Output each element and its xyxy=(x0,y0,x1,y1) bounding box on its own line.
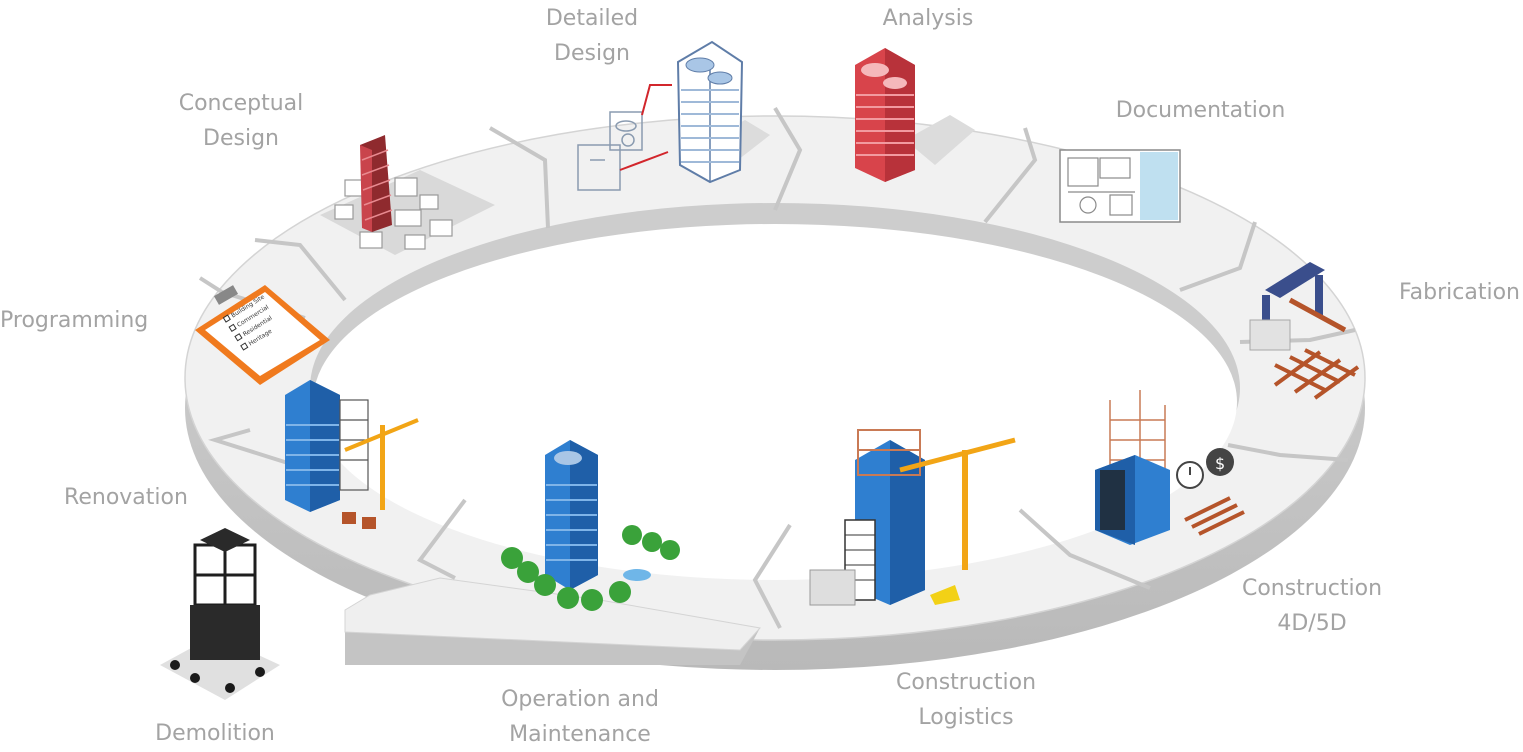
construction-logistics-illustration xyxy=(809,429,1016,606)
stage-label-programming: Programming xyxy=(0,308,149,333)
checklist-checkbox xyxy=(240,342,249,351)
stage-label-documentation: Documentation xyxy=(1115,98,1286,123)
stage-label-fabrication: Fabrication xyxy=(1399,280,1520,305)
stage-label-renovation: Renovation xyxy=(64,485,188,510)
programming-illustration xyxy=(195,285,330,385)
fabrication-illustration xyxy=(1249,262,1360,400)
ring-band xyxy=(184,115,1366,670)
construction-4d5d-illustration: $ xyxy=(1095,390,1245,545)
demolition-illustration xyxy=(160,528,280,700)
operation-maintenance-illustration xyxy=(501,440,680,611)
checklist-checkbox xyxy=(228,323,237,333)
documentation-illustration xyxy=(1059,149,1181,223)
checklist-checkbox xyxy=(234,333,243,342)
analysis-illustration xyxy=(855,48,975,182)
detailed-design-illustration xyxy=(577,40,770,191)
stage-label-analysis: Analysis xyxy=(882,6,974,31)
checklist-checkbox xyxy=(222,314,231,323)
renovation-illustration xyxy=(285,380,419,529)
svg-text:$: $ xyxy=(1215,454,1225,473)
conceptual-design-illustration xyxy=(320,135,495,255)
stage-label-demolition: Demolition xyxy=(155,721,275,746)
